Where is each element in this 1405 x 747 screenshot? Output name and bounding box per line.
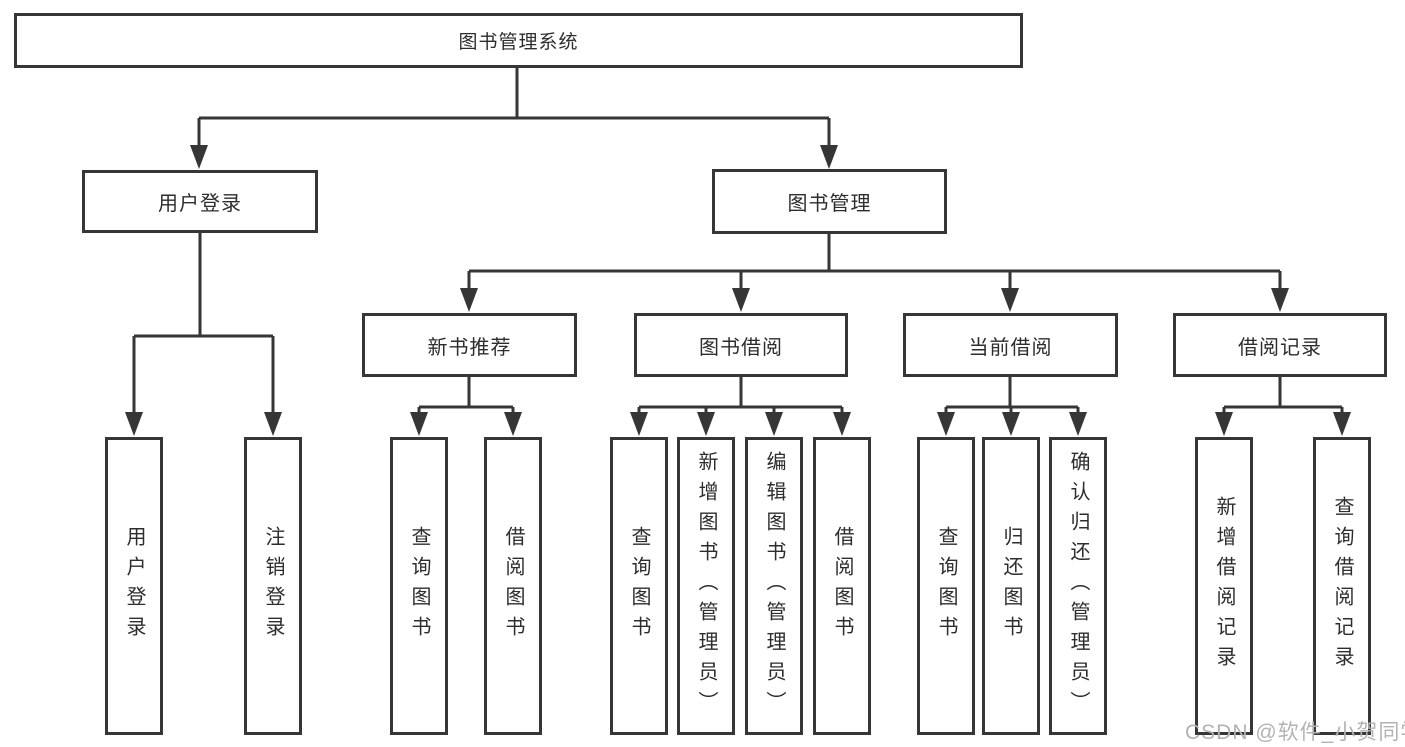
node-borrow-records: 借阅记录 xyxy=(1173,313,1387,377)
connector-current-borrow-children xyxy=(944,377,1080,414)
arrowhead xyxy=(765,412,783,436)
arrowhead xyxy=(1069,412,1087,436)
connector-new-book-recommend-children xyxy=(417,377,515,414)
node-leaf-query-books-current: 查询图书 xyxy=(917,437,975,735)
node-leaf-user-login: 用户登录 xyxy=(105,437,163,735)
connector-root-to-level2 xyxy=(197,68,831,150)
arrowhead xyxy=(1002,412,1020,436)
node-current-borrow: 当前借阅 xyxy=(903,313,1118,377)
arrowhead xyxy=(1001,288,1019,312)
arrowhead xyxy=(732,288,750,312)
arrowhead xyxy=(504,412,522,436)
connector-book-management-children xyxy=(467,234,1282,290)
node-leaf-return-books: 归还图书 xyxy=(982,437,1040,735)
node-book-borrow: 图书借阅 xyxy=(634,313,848,377)
arrowhead xyxy=(460,288,478,312)
node-leaf-confirm-return-admin: 确认归还（管理员） xyxy=(1049,437,1107,735)
node-leaf-query-books-borrow: 查询图书 xyxy=(610,437,668,735)
arrowhead xyxy=(190,145,208,169)
arrowhead xyxy=(1271,288,1289,312)
node-leaf-borrow-books-recommend: 借阅图书 xyxy=(484,437,542,735)
connector-borrow-records-children xyxy=(1222,377,1344,414)
arrowhead xyxy=(937,412,955,436)
arrowhead xyxy=(630,412,648,436)
arrowhead xyxy=(125,412,143,436)
connector-book-borrow-children xyxy=(637,377,844,414)
node-leaf-query-borrow-record: 查询借阅记录 xyxy=(1313,437,1371,735)
node-new-book-recommend: 新书推荐 xyxy=(362,313,577,377)
arrowhead xyxy=(820,145,838,169)
arrowhead xyxy=(410,412,428,436)
node-library-management-system: 图书管理系统 xyxy=(14,13,1023,68)
node-leaf-edit-books-admin: 编辑图书（管理员） xyxy=(745,437,803,735)
arrowhead xyxy=(697,412,715,436)
arrowhead xyxy=(1215,412,1233,436)
watermark-text: CSDN @软件_小贺同学 xyxy=(1185,721,1405,744)
arrowhead xyxy=(833,412,851,436)
arrowhead xyxy=(264,412,282,436)
connector-user-login-children xyxy=(132,233,275,416)
node-book-management: 图书管理 xyxy=(712,169,947,234)
node-leaf-logout: 注销登录 xyxy=(244,437,302,735)
node-leaf-borrow-books: 借阅图书 xyxy=(813,437,871,735)
node-leaf-add-borrow-record: 新增借阅记录 xyxy=(1195,437,1253,735)
node-leaf-add-books-admin: 新增图书（管理员） xyxy=(677,437,735,735)
arrowhead xyxy=(1333,412,1351,436)
node-user-login: 用户登录 xyxy=(82,170,318,233)
node-leaf-query-books-recommend: 查询图书 xyxy=(390,437,448,735)
